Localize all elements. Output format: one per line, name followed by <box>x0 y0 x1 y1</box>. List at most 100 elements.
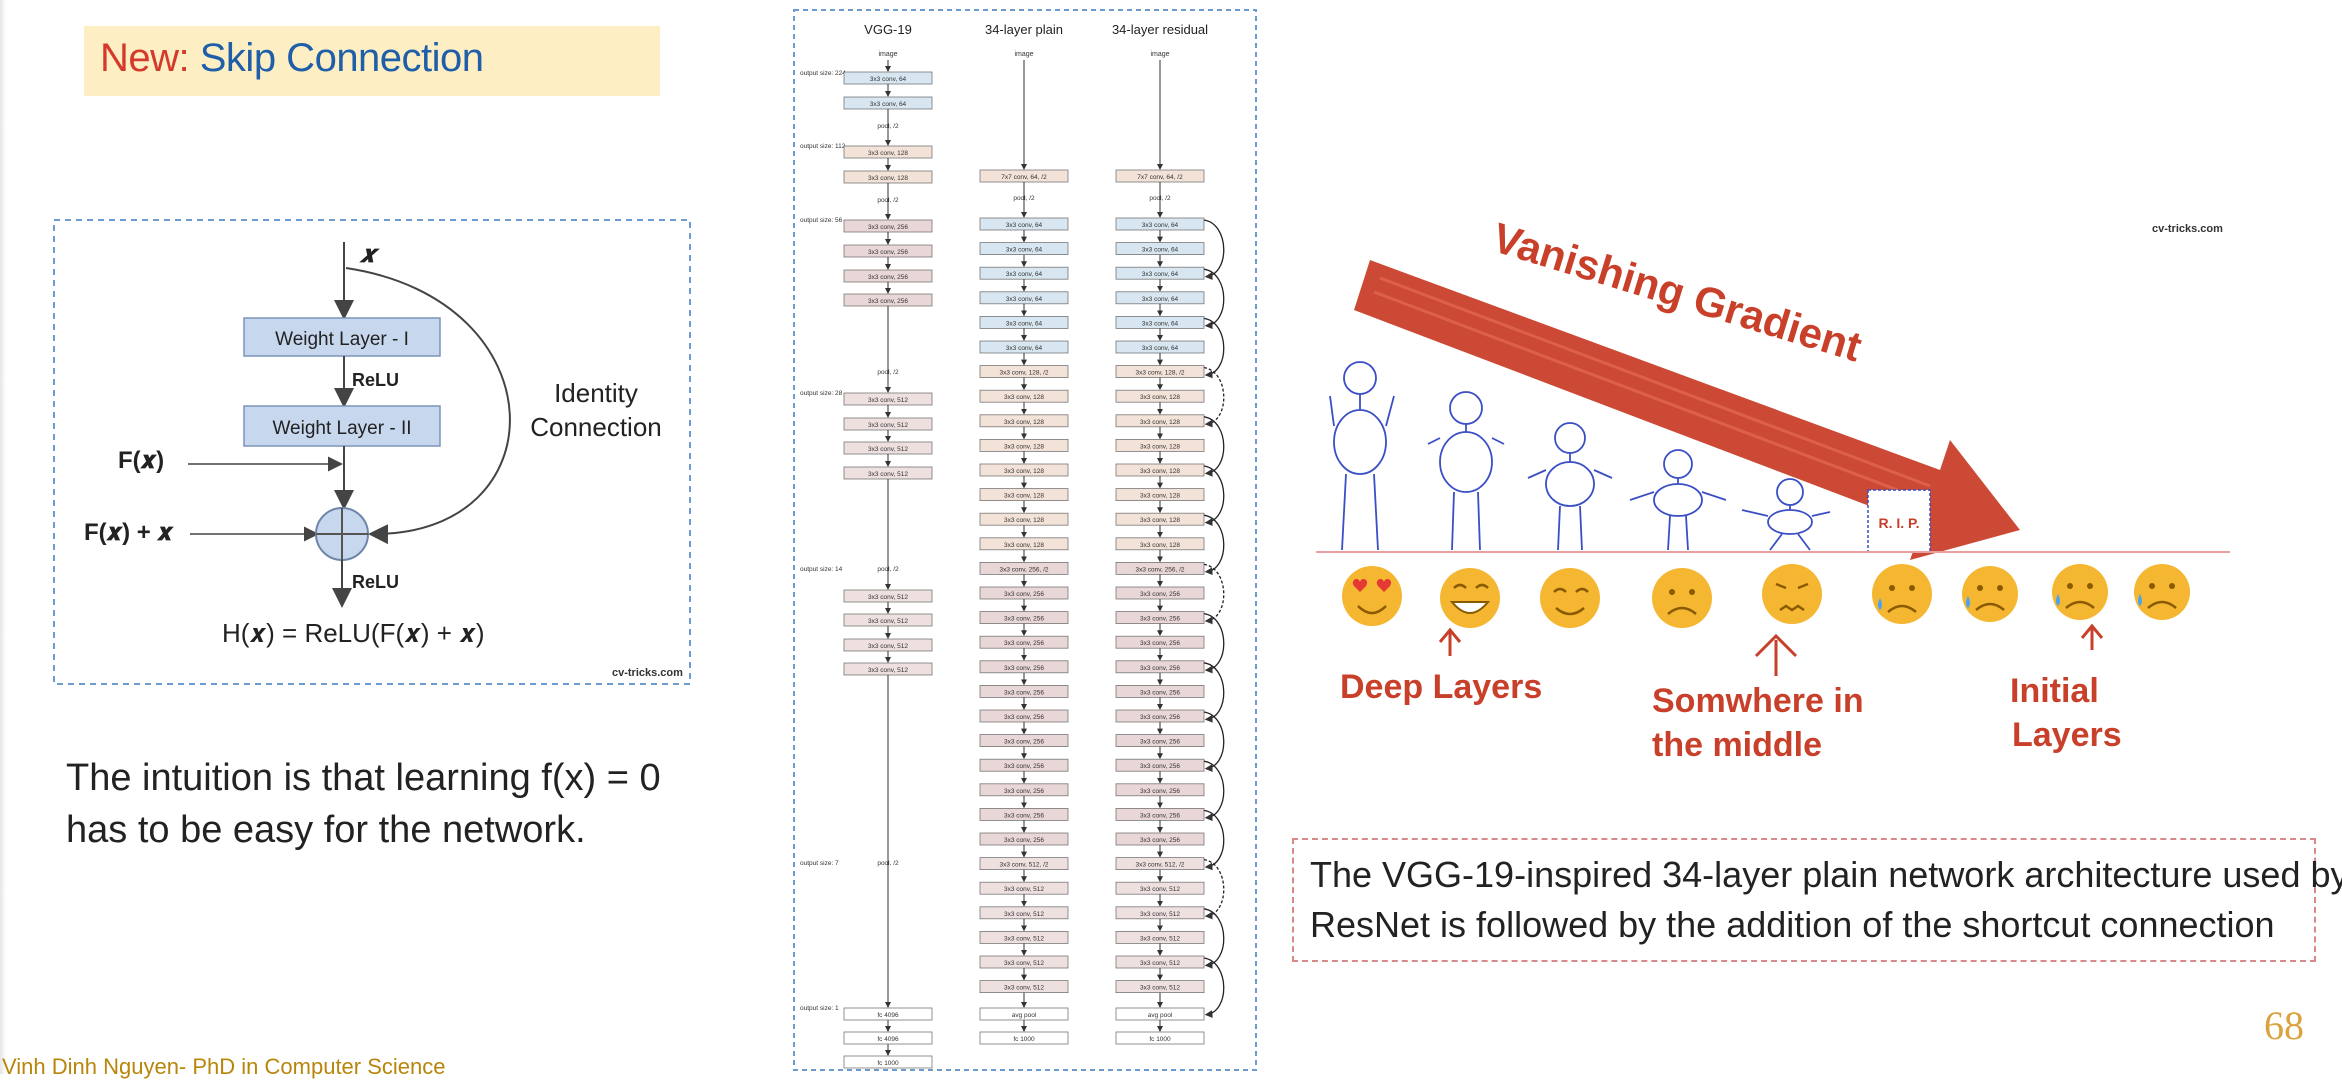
residual-layer-25-label: 3x3 conv, 256 <box>1140 812 1180 819</box>
intuition-line-1: The intuition is that learning f(x) = 0 <box>66 757 661 799</box>
plain-layer-6-label: 3x3 conv, 64 <box>1006 345 1043 352</box>
residual-skip-connection-19 <box>1203 662 1225 723</box>
vgg-layer-2-label: 3x3 conv, 128 <box>868 150 908 157</box>
gradient-arrow-texture <box>1373 276 1931 502</box>
output-size-label-1: output size: 112 <box>800 143 846 150</box>
skip-connection-diagram: 𝒙 Weight Layer - I ReLU Weight Layer - I… <box>53 219 691 685</box>
vgg-layer-18 <box>843 1055 933 1069</box>
output-size-label-4: output size: 14 <box>800 566 843 573</box>
deep-layers-label: Deep Layers <box>1340 668 1542 706</box>
plain-layer-21-label: 3x3 conv, 256 <box>1004 714 1044 721</box>
plain-layer-24-label: 3x3 conv, 256 <box>1004 788 1044 795</box>
plain-layer-11-label: 3x3 conv, 128 <box>1004 468 1044 475</box>
residual-layer-23-label: 3x3 conv, 256 <box>1140 763 1180 770</box>
plain-layer-0-label: 7x7 conv, 64, /2 <box>1001 174 1047 181</box>
vanishing-watermark: cv-tricks.com <box>2152 223 2223 235</box>
frowning-emoji-icon <box>1652 568 1712 628</box>
page-number: 68 <box>2264 1003 2304 1048</box>
residual-skip-connection-5 <box>1203 317 1225 379</box>
plain-layer-3-label: 3x3 conv, 64 <box>1006 271 1043 278</box>
vgg-layer-1-label: 3x3 conv, 64 <box>870 101 907 108</box>
vgg-layer-8-label: 3x3 conv, 512 <box>868 397 908 404</box>
plain-layer-2-label: 3x3 conv, 64 <box>1006 247 1043 254</box>
plain-layer-32-label: 3x3 conv, 512 <box>1004 985 1044 992</box>
initial-label-line1: Initial <box>2010 672 2099 710</box>
vgg-layer-13-label: 3x3 conv, 512 <box>868 618 908 625</box>
residual-layer-17-label: 3x3 conv, 256 <box>1140 616 1180 623</box>
residual-layer-27-label: 3x3 conv, 512, /2 <box>1135 862 1184 869</box>
residual-layer-18-label: 3x3 conv, 256 <box>1140 640 1180 647</box>
output-size-label-3: output size: 28 <box>800 390 843 397</box>
residual-layer-14-label: 3x3 conv, 128 <box>1140 542 1180 549</box>
residual-layer-19-label: 3x3 conv, 256 <box>1140 665 1180 672</box>
residual-layer-10-label: 3x3 conv, 128 <box>1140 443 1180 450</box>
residual-layer-26-label: 3x3 conv, 256 <box>1140 837 1180 844</box>
stick-figure-1 <box>1329 361 1395 551</box>
plain-layer-12-label: 3x3 conv, 128 <box>1004 493 1044 500</box>
stick-figure-4 <box>1629 449 1727 551</box>
plain-layer-23-label: 3x3 conv, 256 <box>1004 763 1044 770</box>
residual-layer-28-label: 3x3 conv, 512 <box>1140 886 1180 893</box>
residual-layer-21-label: 3x3 conv, 256 <box>1140 714 1180 721</box>
rip-tombstone <box>1867 489 1931 553</box>
plain-layer-33-label: avg pool <box>1012 1012 1037 1019</box>
vgg-layer-11-label: 3x3 conv, 512 <box>868 471 908 478</box>
vgg-layer-4-label: 3x3 conv, 256 <box>868 224 908 231</box>
plain-layer-30-label: 3x3 conv, 512 <box>1004 935 1044 942</box>
plain-layer-27-label: 3x3 conv, 512, /2 <box>999 862 1048 869</box>
initial-layers-pointer <box>2080 623 2104 650</box>
vgg-layer-18-label: fc 1000 <box>877 1060 899 1067</box>
rip-label: R. I. P. <box>1879 515 1920 531</box>
residual-layer-8-label: 3x3 conv, 128 <box>1140 394 1180 401</box>
plain-layer-16-label: 3x3 conv, 256 <box>1004 591 1044 598</box>
caption-line-1: The VGG-19-inspired 34-layer plain netwo… <box>1310 854 2342 895</box>
fx-plus-x-label: F(𝒙) + 𝒙 <box>84 519 174 546</box>
residual-layer-5-label: 3x3 conv, 64 <box>1142 320 1179 327</box>
residual-skip-connection-25 <box>1203 809 1225 871</box>
residual-skip-connection-29 <box>1203 908 1225 969</box>
residual-layer-11-label: 3x3 conv, 128 <box>1140 468 1180 475</box>
plain-layer-15-label: 3x3 conv, 256, /2 <box>999 566 1048 573</box>
residual-layer-9-label: 3x3 conv, 128 <box>1140 419 1180 426</box>
residual-skip-connection-17 <box>1203 612 1225 674</box>
residual-layer-33-label: avg pool <box>1148 1012 1173 1019</box>
relu2-label: ReLU <box>352 572 399 592</box>
plain-layer-25-label: 3x3 conv, 256 <box>1004 812 1044 819</box>
vgg-layer-7-label: 3x3 conv, 256 <box>868 298 908 305</box>
initial-label-line2: Layers <box>2012 716 2122 754</box>
slide-title: New: Skip Connection <box>100 36 484 81</box>
identity-connection-curve <box>345 267 511 545</box>
residual-layer-20-label: 3x3 conv, 256 <box>1140 689 1180 696</box>
plain-layer-26-label: 3x3 conv, 256 <box>1004 837 1044 844</box>
col-title-vgg: VGG-19 <box>864 22 912 37</box>
vgg-layer-14-label: 3x3 conv, 512 <box>868 643 908 650</box>
vgg-layer-9-label: 3x3 conv, 512 <box>868 422 908 429</box>
stick-figure-5 <box>1741 478 1831 551</box>
residual-skip-connection-27 <box>1203 858 1225 920</box>
arch-frame <box>793 9 1257 1071</box>
residual-skip-connection-21 <box>1203 711 1225 772</box>
residual-layer-7-label: 3x3 conv, 128, /2 <box>1135 370 1184 377</box>
grinning-emoji-icon <box>1440 568 1500 628</box>
residual-layer-1-label: 3x3 conv, 64 <box>1142 222 1179 229</box>
middle-label-line1: Somwhere in <box>1652 682 1864 720</box>
crying-emoji-icon-3 <box>2052 564 2108 620</box>
plain-layer-34 <box>979 1031 1069 1045</box>
residual-layer-29-label: 3x3 conv, 512 <box>1140 911 1180 918</box>
weight-layer-1-label: Weight Layer - I <box>275 329 409 350</box>
vgg-layer-17-label: fc 4096 <box>877 1036 899 1043</box>
residual-layer-34 <box>1115 1031 1205 1045</box>
identity-label-line1: Identity <box>554 378 638 408</box>
residual-skip-connection-9 <box>1203 416 1225 477</box>
fx-label: F(𝒙) <box>118 447 164 474</box>
residual-layer-22-label: 3x3 conv, 256 <box>1140 739 1180 746</box>
residual-skip-connection-15 <box>1203 563 1225 625</box>
residual-skip-connection-11 <box>1203 465 1225 526</box>
diagram-watermark: cv-tricks.com <box>612 667 683 679</box>
residual-layer-34-label: fc 1000 <box>1149 1036 1171 1043</box>
plain-layer-9-label: 3x3 conv, 128 <box>1004 419 1044 426</box>
plain-layer-18-label: 3x3 conv, 256 <box>1004 640 1044 647</box>
residual-layer-2-label: 3x3 conv, 64 <box>1142 247 1179 254</box>
plain-layer-13-label: 3x3 conv, 128 <box>1004 517 1044 524</box>
middle-pointer <box>1754 633 1798 676</box>
